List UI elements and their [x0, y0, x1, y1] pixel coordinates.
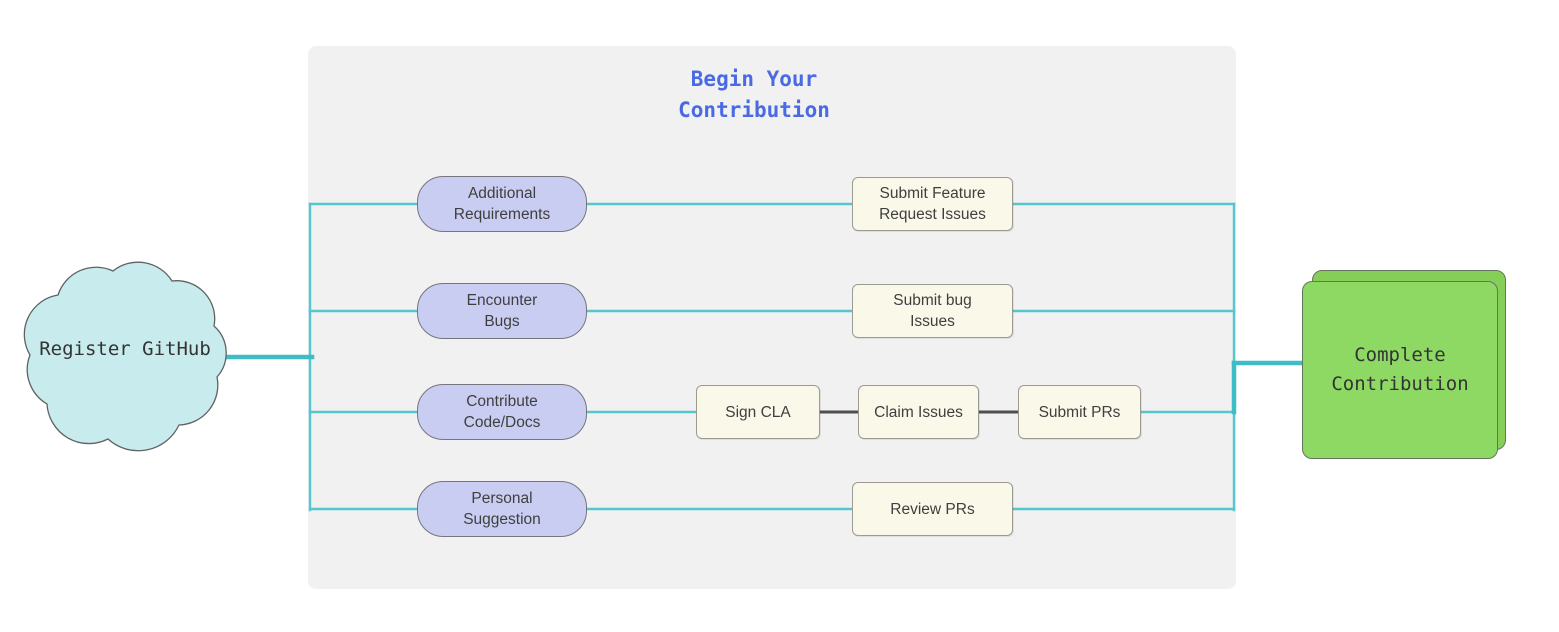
start-node-group: [23, 261, 227, 452]
node-label-line: Additional: [467, 185, 537, 202]
step-node-submit-feature-request-issues: Submit Feature Request Issues: [852, 177, 1013, 231]
step-node-submit-prs: Submit PRs: [1018, 385, 1141, 439]
step-node-sign-cla: Sign CLA: [696, 385, 820, 439]
panel-title-line: Begin Your: [690, 67, 818, 91]
panel-title-line: Contribution: [678, 98, 830, 122]
node-label-line: Bugs: [484, 313, 520, 330]
node-label-line: Contribute: [466, 393, 538, 410]
step-node-claim-issues: Claim Issues: [858, 385, 979, 439]
node-label-line: Review PRs: [890, 500, 975, 518]
panel-title: Begin Your Contribution: [594, 64, 914, 126]
node-label-line: Requirements: [453, 206, 551, 223]
source-node-personal-suggestion: Personal Suggestion: [417, 481, 587, 537]
node-label-line: Contribution: [1331, 373, 1469, 395]
node-label-line: Sign CLA: [725, 403, 791, 421]
node-label-line: Claim Issues: [874, 403, 963, 421]
start-node-label: Register GitHub: [39, 338, 211, 360]
cloud-shape: [23, 261, 227, 452]
node-label-line: Submit Feature: [879, 185, 986, 202]
step-node-submit-bug-issues: Submit bug Issues: [852, 284, 1013, 338]
node-label-line: Code/Docs: [463, 414, 541, 431]
node-label-line: Suggestion: [463, 511, 541, 528]
source-node-additional-requirements: Additional Requirements: [417, 176, 587, 232]
node-label-line: Request Issues: [879, 206, 986, 223]
node-label-line: Submit bug: [893, 292, 972, 309]
node-label-line: Complete: [1354, 344, 1446, 366]
source-node-encounter-bugs: Encounter Bugs: [417, 283, 587, 339]
node-label-line: Encounter: [466, 292, 538, 309]
node-label-line: Submit PRs: [1038, 403, 1121, 421]
node-label-line: Issues: [910, 313, 955, 330]
node-label-line: Personal: [471, 490, 533, 507]
source-node-contribute-code-docs: Contribute Code/Docs: [417, 384, 587, 440]
step-node-review-prs: Review PRs: [852, 482, 1013, 536]
end-node-complete-contribution: Complete Contribution: [1302, 281, 1498, 459]
